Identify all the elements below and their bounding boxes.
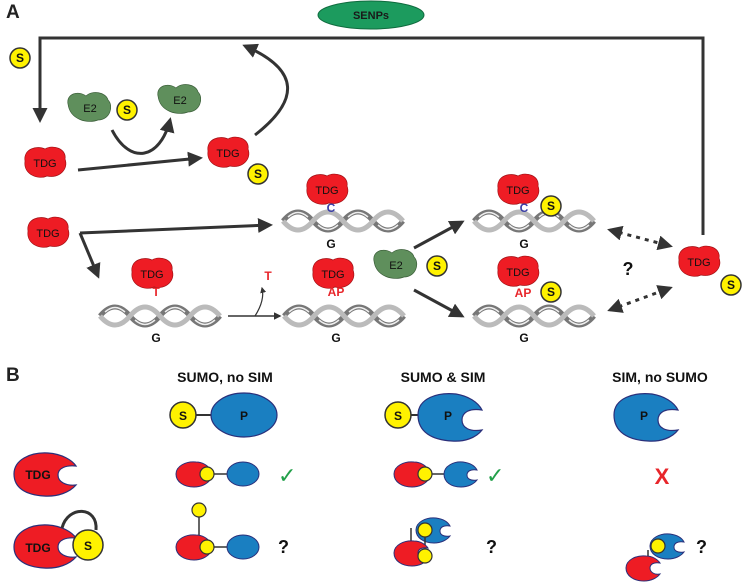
panel-b-label: B [6,365,20,386]
row1-tdg-label: TDG [25,468,50,482]
tdg-ap-sumo-s-label: S [547,285,555,299]
binding-tg-arrow [78,232,101,279]
r2c1-question: ? [278,537,289,557]
release-question: ? [623,259,634,279]
column-header-sim-no-sumo: SIM, no SUMO [612,369,708,385]
senps-oval [317,0,425,30]
tdg-label-5: TDG [140,269,163,281]
binding-cg-arrow [79,218,273,235]
e2-transfer-arrow [110,117,175,155]
e2-sumo-s-icon [116,99,138,121]
r1c2-protein-icon [443,461,479,488]
tdg-ap-sumo-s-icon [540,281,562,303]
dna-tg-helix [100,307,220,325]
r1c3-cross-icon: X [655,464,670,489]
col2-sumo-label: S [394,409,402,423]
base-t-1: T [152,285,160,299]
row2-tdg-label: TDG [25,541,50,555]
e2-sumo-s-label-2: S [433,259,441,273]
free-sumo-label: S [16,51,24,65]
senps-label: SENPs [353,10,389,22]
r1c1-protein-icon [226,461,260,487]
recycling-arrow [32,36,705,235]
e2-label-3: E2 [389,260,402,272]
tdg-sumo-s-label: S [254,167,262,181]
sumoylation-arrow [77,151,203,172]
r2c2-top-sumo-icon [417,522,433,538]
tdg-label-4: TDG [315,185,338,197]
col2-protein-icon [417,393,484,442]
row2-sumo-label: S [84,539,92,553]
released-sumo-s-icon [720,274,742,296]
r1c2-sumo-icon [417,466,433,482]
dna-cg-helix [283,212,403,230]
tdg-label-3: TDG [36,228,59,240]
r2c1-protein-icon [226,534,260,560]
col1-sumo-label: S [179,409,187,423]
thymine-release-arrow [254,286,267,317]
base-g-4: G [519,237,528,251]
r1c1-check-icon: ✓ [278,463,296,488]
col2-sumo-icon [384,401,412,429]
e2-sumo-s-label: S [123,103,131,117]
r2c2-question: ? [486,537,497,557]
release-ap-arrow [607,285,673,313]
tdg-label-6: TDG [321,269,344,281]
base-c-2: C [520,201,529,215]
r2c3-tdg-icon [625,555,662,582]
base-g-2: G [151,331,160,345]
r1c2-check-icon: ✓ [486,463,504,488]
col1-protein-icon [210,392,278,438]
free-sumo-icon [9,47,31,69]
tdg-label-8: TDG [506,267,529,279]
tdg-label-7: TDG [506,185,529,197]
row2-tdg-icon [13,524,78,569]
col1-sumo-icon [169,401,197,429]
e2-label-1: E2 [83,103,96,115]
dna-cg-sumo-helix [474,212,594,230]
base-g-5: G [519,331,528,345]
column-header-sumo-and-sim: SUMO & SIM [401,369,486,385]
tdg-sumo-s-icon [247,163,269,185]
r2c3-sumo-icon [650,538,666,554]
r1c1-sumo-icon [199,466,215,482]
panel-a-label: A [6,2,20,23]
released-sumo-s-label: S [727,278,735,292]
r2c3-question: ? [696,537,707,557]
ap-site-2: AP [515,286,532,300]
tdg-cg-sumo-s-label: S [547,199,555,213]
row2-tether [60,509,98,531]
base-t-released: T [264,269,272,283]
e2-label-2: E2 [173,95,186,107]
tdg-cg-sumo-s-icon [540,195,562,217]
col3-protein-icon [613,393,680,442]
row2-sumo-icon [72,529,104,561]
tdg-label-1: TDG [33,158,56,170]
col2-protein-label: P [444,409,452,423]
r2c1-tethered-sumo-icon [191,502,207,518]
sumoylation-ap-arrow [413,288,465,318]
dna-ap-sumo-helix [474,307,594,325]
r2c2-bottom-sumo-icon [417,548,433,564]
sumoylation-cg-arrow [413,220,465,250]
col3-protein-label: P [640,409,648,423]
r2c1-sumo-icon [199,539,215,555]
base-g-3: G [331,331,340,345]
base-g-1: G [326,237,335,251]
return-arrow [242,43,290,137]
release-cg-arrow [607,225,673,251]
base-c-1: C [327,201,336,215]
tdg-label-2: TDG [216,148,239,160]
ap-site-1: AP [328,285,345,299]
col1-protein-label: P [240,409,248,423]
tdg-label-9: TDG [687,257,710,269]
column-header-sumo-no-sim: SUMO, no SIM [177,369,273,385]
e2-sumo-s-icon-2 [426,255,448,277]
dna-ap-helix [284,307,404,325]
row1-tdg-icon [13,452,78,497]
